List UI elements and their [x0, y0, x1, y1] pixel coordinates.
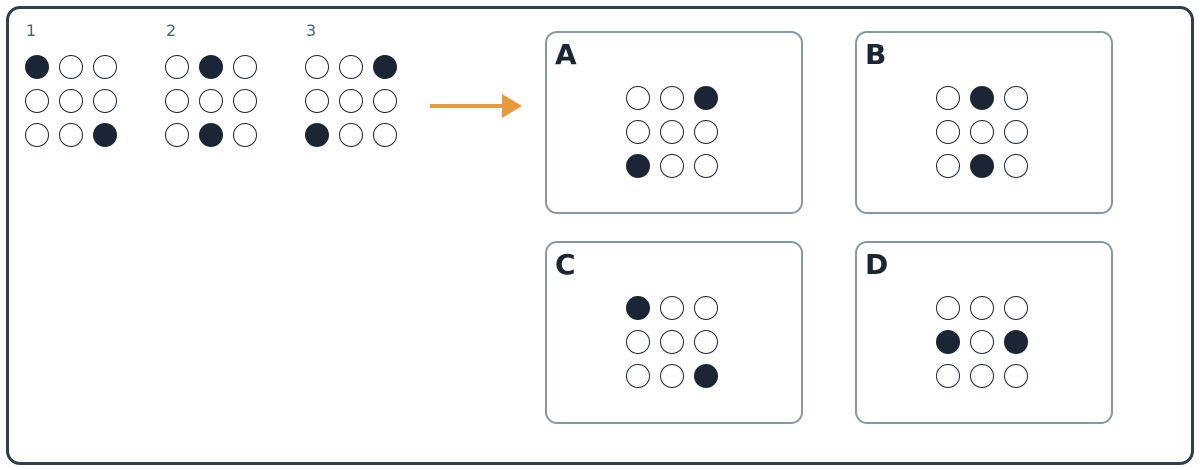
- sequence-label-3: 3: [306, 21, 317, 40]
- empty-dot: [626, 364, 650, 388]
- empty-dot: [93, 89, 117, 113]
- option-grid-d: [936, 296, 1030, 390]
- option-a[interactable]: A: [545, 31, 803, 214]
- empty-dot: [936, 86, 960, 110]
- option-d[interactable]: D: [855, 241, 1113, 424]
- filled-dot: [970, 154, 994, 178]
- empty-dot: [339, 123, 363, 147]
- filled-dot: [970, 86, 994, 110]
- sequence-grid-3: [305, 55, 399, 149]
- empty-dot: [233, 89, 257, 113]
- option-grid-b: [936, 86, 1030, 180]
- empty-dot: [936, 296, 960, 320]
- option-grid-c: [626, 296, 720, 390]
- empty-dot: [199, 89, 223, 113]
- empty-dot: [936, 364, 960, 388]
- empty-dot: [936, 154, 960, 178]
- filled-dot: [199, 55, 223, 79]
- filled-dot: [93, 123, 117, 147]
- empty-dot: [660, 86, 684, 110]
- empty-dot: [93, 55, 117, 79]
- empty-dot: [1004, 364, 1028, 388]
- filled-dot: [199, 123, 223, 147]
- empty-dot: [660, 296, 684, 320]
- empty-dot: [25, 123, 49, 147]
- filled-dot: [626, 296, 650, 320]
- filled-dot: [373, 55, 397, 79]
- option-letter-a: A: [555, 38, 577, 71]
- filled-dot: [694, 86, 718, 110]
- empty-dot: [339, 89, 363, 113]
- empty-dot: [233, 55, 257, 79]
- empty-dot: [165, 55, 189, 79]
- option-letter-b: B: [865, 38, 887, 71]
- empty-dot: [660, 120, 684, 144]
- sequence-grid-1: [25, 55, 119, 149]
- sequence-label-1: 1: [26, 21, 37, 40]
- option-letter-d: D: [865, 248, 889, 281]
- empty-dot: [233, 123, 257, 147]
- empty-dot: [165, 89, 189, 113]
- empty-dot: [626, 120, 650, 144]
- empty-dot: [626, 86, 650, 110]
- empty-dot: [59, 89, 83, 113]
- empty-dot: [694, 120, 718, 144]
- filled-dot: [936, 330, 960, 354]
- empty-dot: [626, 330, 650, 354]
- empty-dot: [59, 55, 83, 79]
- filled-dot: [305, 123, 329, 147]
- empty-dot: [59, 123, 83, 147]
- empty-dot: [1004, 154, 1028, 178]
- empty-dot: [970, 330, 994, 354]
- empty-dot: [1004, 296, 1028, 320]
- filled-dot: [25, 55, 49, 79]
- empty-dot: [970, 296, 994, 320]
- right-arrow-icon: [430, 94, 522, 118]
- option-letter-c: C: [555, 248, 576, 281]
- empty-dot: [373, 123, 397, 147]
- filled-dot: [626, 154, 650, 178]
- empty-dot: [165, 123, 189, 147]
- empty-dot: [694, 330, 718, 354]
- empty-dot: [936, 120, 960, 144]
- empty-dot: [373, 89, 397, 113]
- empty-dot: [694, 296, 718, 320]
- option-grid-a: [626, 86, 720, 180]
- empty-dot: [339, 55, 363, 79]
- empty-dot: [1004, 120, 1028, 144]
- sequence-grid-2: [165, 55, 259, 149]
- sequence-label-2: 2: [166, 21, 177, 40]
- option-b[interactable]: B: [855, 31, 1113, 214]
- empty-dot: [970, 120, 994, 144]
- empty-dot: [694, 154, 718, 178]
- option-c[interactable]: C: [545, 241, 803, 424]
- empty-dot: [25, 89, 49, 113]
- empty-dot: [305, 89, 329, 113]
- filled-dot: [694, 364, 718, 388]
- empty-dot: [305, 55, 329, 79]
- empty-dot: [970, 364, 994, 388]
- filled-dot: [1004, 330, 1028, 354]
- empty-dot: [660, 154, 684, 178]
- empty-dot: [1004, 86, 1028, 110]
- empty-dot: [660, 330, 684, 354]
- empty-dot: [660, 364, 684, 388]
